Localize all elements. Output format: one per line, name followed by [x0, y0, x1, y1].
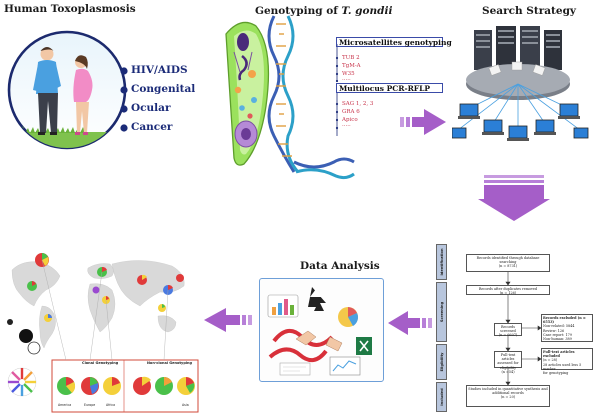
map-panel-title-clonal: Clonal Genotyping [82, 361, 119, 365]
marker-gra6: GRA 6 [342, 109, 360, 115]
arrow-down-icon [478, 175, 550, 221]
couple-icon [7, 30, 127, 150]
server-network-icon [466, 26, 570, 100]
map-region-europe: Europe [84, 403, 96, 407]
map-panel-title-nonclonal: Non-clonal Genotyping [147, 361, 193, 365]
prisma-box-screened: Records screened(n = 6607) [494, 323, 522, 337]
human-toxoplasmosis-title: Human Toxoplasmosis [4, 3, 136, 15]
data-analysis-panel [259, 278, 384, 382]
arrow-right-icon [400, 109, 446, 135]
marker-w35: W35 [342, 71, 355, 77]
condition-congenital: Congenital [131, 83, 196, 95]
data-analysis-title: Data Analysis [300, 260, 380, 272]
marker-more-2: ..... [342, 122, 351, 128]
world-map-results: Clonal Genotyping Non-clonal Genotyping … [2, 240, 200, 414]
arrow-left-icon [388, 311, 432, 335]
condition-list: HIV/AIDS Congenital Ocular Cancer [117, 64, 227, 144]
map-region-africa: Africa [106, 403, 116, 407]
prisma-stage-included: Included [436, 382, 447, 412]
prisma-box-included: Studies included in quantitative synthes… [466, 385, 550, 407]
dna-helix-icon [267, 15, 355, 180]
genotyping-title: Genotyping of T. gondii [255, 5, 392, 17]
marker-tgma: TgM-A [342, 63, 361, 69]
prisma-box-excluded-fulltext: Full-text articles excluded (n = 28) 28 … [541, 348, 593, 375]
genotyping-title-species: T. gondii [341, 5, 393, 17]
prisma-box-duplicates: Records after duplicates removed(n = 126… [466, 285, 550, 295]
condition-ocular: Ocular [131, 102, 171, 114]
search-strategy-panel [452, 22, 592, 157]
microsatellites-box: Microsatellites genotyping [336, 37, 452, 47]
human-toxoplasmosis-panel [2, 20, 132, 155]
map-region-america: America [58, 403, 72, 407]
marker-apico: Apico [342, 117, 358, 123]
prisma-box-excluded-records: Records excluded (n = 6553) Non-related:… [541, 314, 593, 342]
arrow-left-icon-2 [204, 308, 252, 332]
genotyping-methods: Microsatellites genotyping TUB 2 TgM-A W… [333, 36, 452, 136]
marker-tub2: TUB 2 [342, 55, 360, 61]
genotype-rosette [7, 367, 37, 397]
prisma-stage-screening: Screening [436, 282, 447, 342]
condition-bullets-icon [120, 67, 128, 132]
prisma-stage-eligibility: Eligibility [436, 344, 447, 380]
computer-network-icon [452, 83, 589, 141]
genotyping-illustration [212, 12, 357, 182]
genotyping-title-prefix: Genotyping of [255, 5, 342, 17]
pcr-rflp-box: Multilocus PCR-RFLP [336, 83, 443, 93]
search-strategy-title: Search Strategy [482, 5, 577, 17]
prisma-flow-diagram: Identification Screening Eligibility Inc… [436, 236, 596, 414]
map-region-asia: Asia [182, 403, 189, 407]
world-map-icon [2, 240, 200, 413]
method-connector-lines [335, 44, 339, 136]
prisma-stage-identification: Identification [436, 244, 447, 280]
data-analysis-icon [267, 287, 372, 376]
parasite-cell-icon [225, 21, 270, 166]
prisma-box-identified: Records identified through database sear… [466, 254, 550, 272]
condition-cancer: Cancer [131, 121, 173, 133]
prisma-arrows [505, 272, 542, 386]
marker-sag: SAG 1, 2, 3 [342, 101, 374, 107]
region-pies [57, 376, 195, 395]
condition-hiv-aids: HIV/AIDS [131, 64, 188, 76]
marker-more-1: ..... [342, 76, 351, 82]
